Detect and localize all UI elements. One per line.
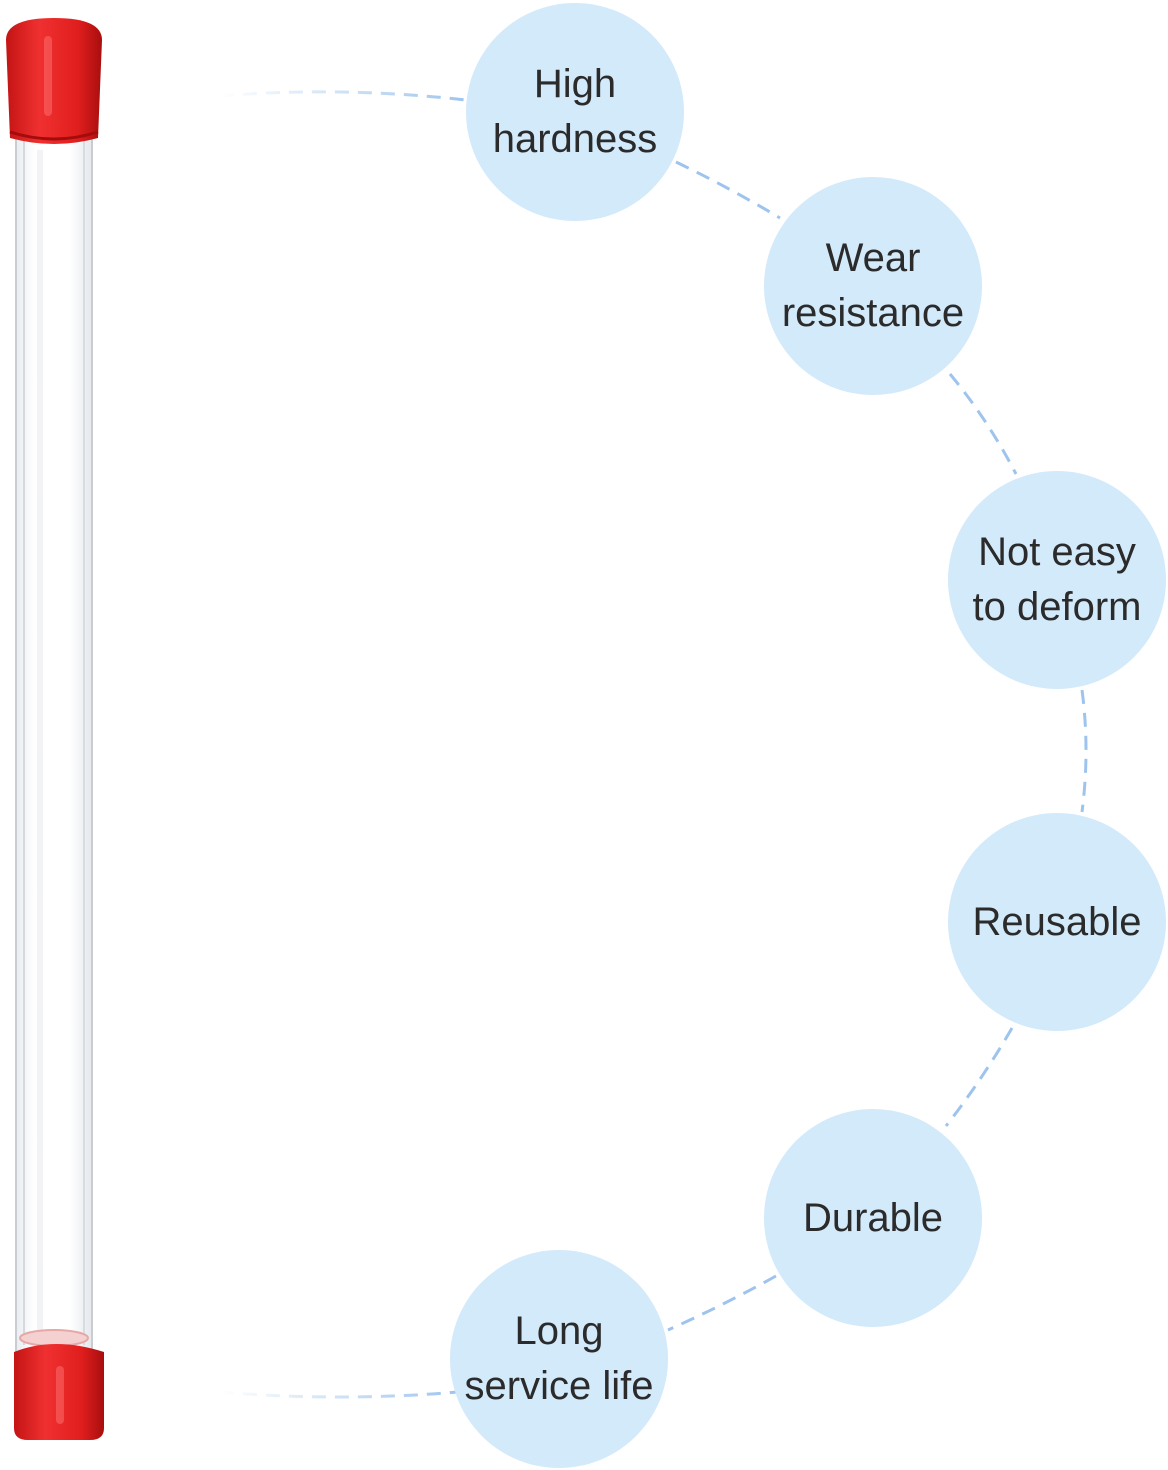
tube-product-icon xyxy=(6,18,104,1440)
feature-bubble-durable: Durable xyxy=(764,1109,982,1327)
connector-arc xyxy=(219,90,1088,1399)
feature-bubble-long-service-life: Long service life xyxy=(450,1250,668,1468)
connector-bottom-tail xyxy=(219,1390,459,1399)
feature-bubble-reusable: Reusable xyxy=(948,813,1166,1031)
feature-label: Not easy to deform xyxy=(972,530,1142,629)
bottom-cap xyxy=(14,1344,104,1440)
feature-bubble-high-hardness: High hardness xyxy=(466,3,684,221)
top-cap xyxy=(6,18,102,144)
connector-2-3 xyxy=(948,373,1018,475)
feature-label: Durable xyxy=(802,1195,944,1240)
tube-body xyxy=(15,129,93,1356)
feature-label: High hardness xyxy=(492,62,658,161)
connector-3-4 xyxy=(1080,689,1088,813)
feature-label: Wear resistance xyxy=(781,236,965,335)
feature-label: Long service life xyxy=(464,1309,654,1408)
feature-bubble-wear-resistance: Wear resistance xyxy=(764,177,982,395)
connector-5-6 xyxy=(667,1274,777,1332)
feature-label: Reusable xyxy=(972,899,1142,944)
connector-1-2 xyxy=(675,160,781,220)
feature-bubble-not-easy-to-deform: Not easy to deform xyxy=(948,471,1166,689)
connector-4-5 xyxy=(944,1027,1014,1127)
connector-top-tail xyxy=(219,90,467,102)
tube-inner-rim xyxy=(19,1329,89,1347)
